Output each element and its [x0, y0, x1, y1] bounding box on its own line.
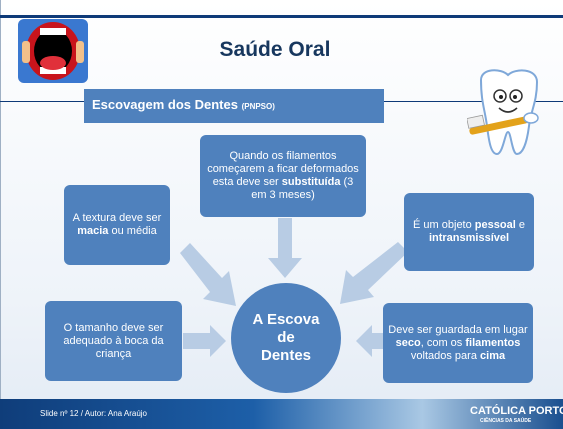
box-text-run: ou média: [108, 225, 157, 237]
mouth-logo-icon: [18, 19, 88, 83]
top-rule: [0, 15, 563, 18]
box-text-run: seco: [395, 336, 421, 349]
central-node-line-2: de: [277, 329, 295, 346]
section-banner: Escovagem dos Dentes (PNPSO): [84, 89, 384, 123]
footer-bar: Slide nº 12 / Autor: Ana Araújo CATÓLICA…: [0, 399, 563, 429]
box-replace-brush: Quando os filamentos começarem a ficar d…: [200, 135, 366, 217]
section-banner-tag: (PNPSO): [241, 102, 275, 111]
box-text-run: Deve ser guardada em lugar: [388, 323, 528, 336]
box-text-run: intransmissível: [428, 232, 510, 244]
box-text-run: macia: [77, 225, 109, 237]
box-text: Deve ser guardada em lugar seco, com os …: [387, 324, 529, 363]
box-text-run: A textura deve ser: [72, 212, 162, 224]
box-text-run: , com os: [420, 336, 466, 349]
box-text: Quando os filamentos começarem a ficar d…: [204, 150, 362, 202]
box-text-run: e: [515, 219, 525, 231]
box-text-run: pessoal: [474, 219, 516, 231]
central-node-line-1: A Escova: [252, 311, 320, 328]
box-text-run: voltados para: [410, 349, 481, 362]
box-personal: É um objeto pessoal e intransmissível: [404, 193, 534, 271]
slide-title: Saúde Oral: [219, 38, 331, 61]
box-texture: A textura deve ser macia ou média: [64, 185, 170, 265]
box-text-run: Quando os filamentos começarem a ficar d…: [207, 150, 359, 188]
box-text-run: É um objeto: [413, 219, 475, 231]
box-text-run: O tamanho deve ser adequado à boca da cr…: [63, 321, 164, 360]
footer-slide-info: Slide nº 12 / Autor: Ana Araújo: [40, 409, 147, 418]
box-text-run: (3 em 3 meses): [251, 176, 354, 201]
arrow-top: [268, 218, 302, 278]
box-text-run: filamentos: [465, 336, 521, 349]
central-node: A Escova de Dentes: [231, 283, 341, 393]
central-node-line-3: Dentes: [260, 347, 312, 364]
arrow-upper-left: [180, 243, 236, 306]
tooth-brush-icon: [467, 69, 539, 156]
arrow-lower-left: [183, 325, 226, 357]
box-text: É um objeto pessoal e intransmissível: [408, 219, 530, 245]
box-text-run: cima: [480, 349, 506, 362]
brand-logo: CATÓLICA PORTO: [470, 405, 563, 417]
box-size: O tamanho deve ser adequado à boca da cr…: [45, 301, 182, 381]
box-text-run: substituída: [281, 176, 341, 188]
box-storage: Deve ser guardada em lugar seco, com os …: [383, 303, 533, 383]
box-text: O tamanho deve ser adequado à boca da cr…: [49, 322, 178, 361]
box-text: A textura deve ser macia ou média: [68, 212, 166, 238]
arrow-upper-right: [340, 242, 408, 304]
brand-subtitle: CIÊNCIAS DA SAÚDE: [480, 418, 532, 424]
section-banner-title: Escovagem dos Dentes: [92, 97, 242, 112]
arrow-lower-right: [356, 325, 383, 357]
